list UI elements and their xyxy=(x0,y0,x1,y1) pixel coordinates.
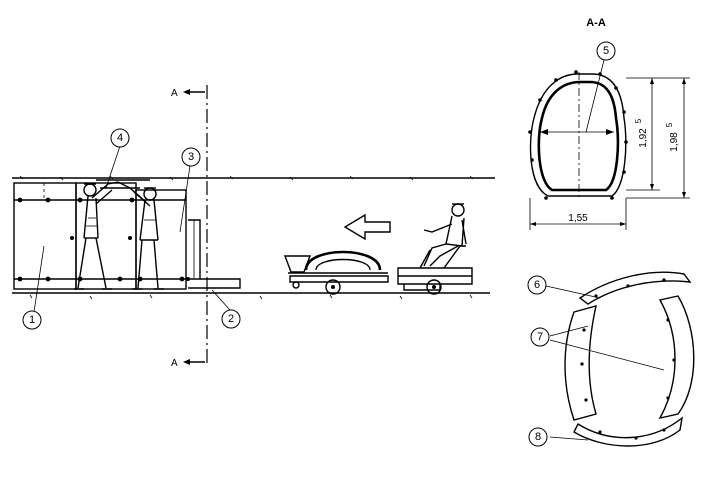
worker-figure-right xyxy=(117,181,164,290)
held-lining-segment xyxy=(96,179,150,189)
bottom-segment xyxy=(573,416,683,447)
svg-text:2: 2 xyxy=(228,313,234,325)
tunnel-profile-inner xyxy=(537,80,620,192)
segment-bolts xyxy=(580,278,676,440)
cut-label-bottom: A xyxy=(171,358,178,369)
svg-text:5: 5 xyxy=(665,122,674,127)
segment-trolley xyxy=(283,250,389,295)
svg-text:1,92: 1,92 xyxy=(638,128,649,148)
section-label: A-A xyxy=(586,17,606,29)
svg-text:5: 5 xyxy=(603,45,609,57)
roof-texture xyxy=(19,175,474,181)
right-segment xyxy=(658,295,695,420)
callout-4: 4 xyxy=(110,128,130,148)
worker-figure-left xyxy=(74,181,119,290)
longitudinal-view: A A xyxy=(12,85,495,369)
callout-1: 1 xyxy=(22,310,42,330)
svg-text:8: 8 xyxy=(535,431,541,443)
dim-height-outer: 1,98 5 xyxy=(665,122,680,152)
svg-text:1: 1 xyxy=(29,314,35,326)
svg-text:7: 7 xyxy=(537,331,543,343)
callout-8: 8 xyxy=(528,427,548,447)
travel-direction-arrow xyxy=(343,213,391,241)
driver-figure xyxy=(423,203,467,267)
section-cut-line xyxy=(183,85,208,365)
new-lining-segment xyxy=(188,219,241,289)
callout-7: 7 xyxy=(530,327,550,347)
installed-lining-segments xyxy=(13,182,190,290)
svg-text:1,98: 1,98 xyxy=(669,132,680,152)
mine-locomotive xyxy=(397,245,473,295)
leader-lines xyxy=(33,59,665,441)
callout-5: 5 xyxy=(596,41,616,61)
callout-2: 2 xyxy=(221,309,241,329)
left-segment xyxy=(564,305,597,421)
svg-text:4: 4 xyxy=(117,132,123,144)
floor-texture xyxy=(29,294,473,300)
top-segment xyxy=(578,271,692,305)
svg-text:6: 6 xyxy=(534,279,540,291)
svg-text:3: 3 xyxy=(188,151,194,163)
cut-label-top: A xyxy=(171,88,178,99)
exploded-segments-view xyxy=(564,271,695,447)
dim-height-inner: 1,92 5 xyxy=(634,118,649,148)
svg-text:5: 5 xyxy=(634,118,643,123)
dim-width: 1,55 xyxy=(568,213,588,224)
callout-3: 3 xyxy=(181,147,201,167)
callout-6: 6 xyxy=(527,275,547,295)
section-view: A-A 1,55 1,92 5 1,98 5 xyxy=(528,17,690,230)
tunnel-profile-outer xyxy=(529,73,627,197)
